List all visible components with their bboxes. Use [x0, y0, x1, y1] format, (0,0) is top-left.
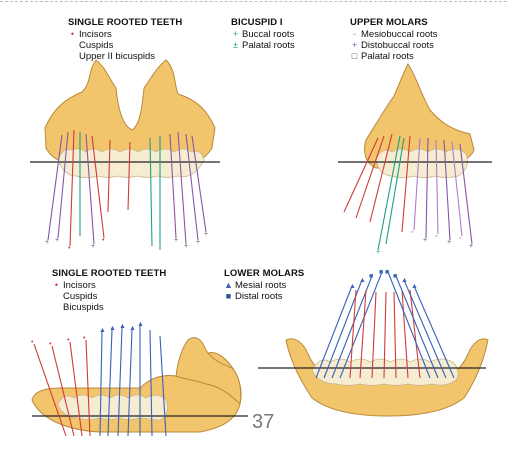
svg-text:+: +: [55, 237, 59, 244]
svg-text:+: +: [447, 239, 451, 246]
svg-text:+: +: [204, 231, 208, 238]
page-number: 37: [252, 411, 274, 434]
svg-text:▲: ▲: [109, 325, 116, 332]
svg-text:+: +: [376, 249, 380, 256]
upper-front-maxilla-illustration: + + • + • + + + +: [30, 60, 220, 252]
svg-text:◦: ◦: [411, 229, 413, 236]
svg-text:+: +: [196, 239, 200, 246]
svg-text:+: +: [423, 237, 427, 244]
svg-text:+: +: [45, 239, 49, 246]
svg-text:▲: ▲: [349, 283, 356, 290]
svg-text:▲: ▲: [401, 277, 408, 284]
svg-text:▲: ▲: [129, 325, 136, 332]
svg-text:◦: ◦: [459, 235, 461, 242]
svg-text:▲: ▲: [99, 327, 106, 334]
svg-text:◦: ◦: [435, 233, 437, 240]
svg-text:•: •: [67, 337, 70, 344]
lower-front-mandible-illustration: ▲▲ ■■ ■■ ▲▲: [258, 269, 488, 416]
svg-text:+: +: [174, 237, 178, 244]
svg-text:•: •: [49, 341, 52, 348]
lower-side-root-tips: •• •• ▲▲ ▲▲ ▲: [31, 321, 144, 348]
svg-text:+: +: [469, 243, 473, 250]
svg-text:■: ■: [379, 269, 383, 276]
upper-side-root-tips: ◦ + ◦ + ◦ + +: [376, 229, 473, 256]
svg-text:▲: ▲: [137, 321, 144, 328]
svg-text:▲: ▲: [119, 323, 126, 330]
svg-text:•: •: [68, 245, 71, 252]
upper-side-maxilla-illustration: ◦ + ◦ + ◦ + +: [338, 64, 492, 256]
upper-front-root-tips: + + • + • + + + +: [45, 231, 208, 252]
svg-text:•: •: [31, 339, 34, 346]
svg-text:+: +: [184, 243, 188, 250]
svg-text:•: •: [102, 237, 105, 244]
svg-text:■: ■: [385, 269, 389, 276]
lower-side-mandible-illustration: •• •• ▲▲ ▲▲ ▲: [31, 321, 248, 436]
svg-text:+: +: [91, 243, 95, 250]
svg-text:■: ■: [369, 273, 373, 280]
svg-text:▲: ▲: [411, 283, 418, 290]
svg-text:■: ■: [393, 273, 397, 280]
svg-text:▲: ▲: [359, 277, 366, 284]
